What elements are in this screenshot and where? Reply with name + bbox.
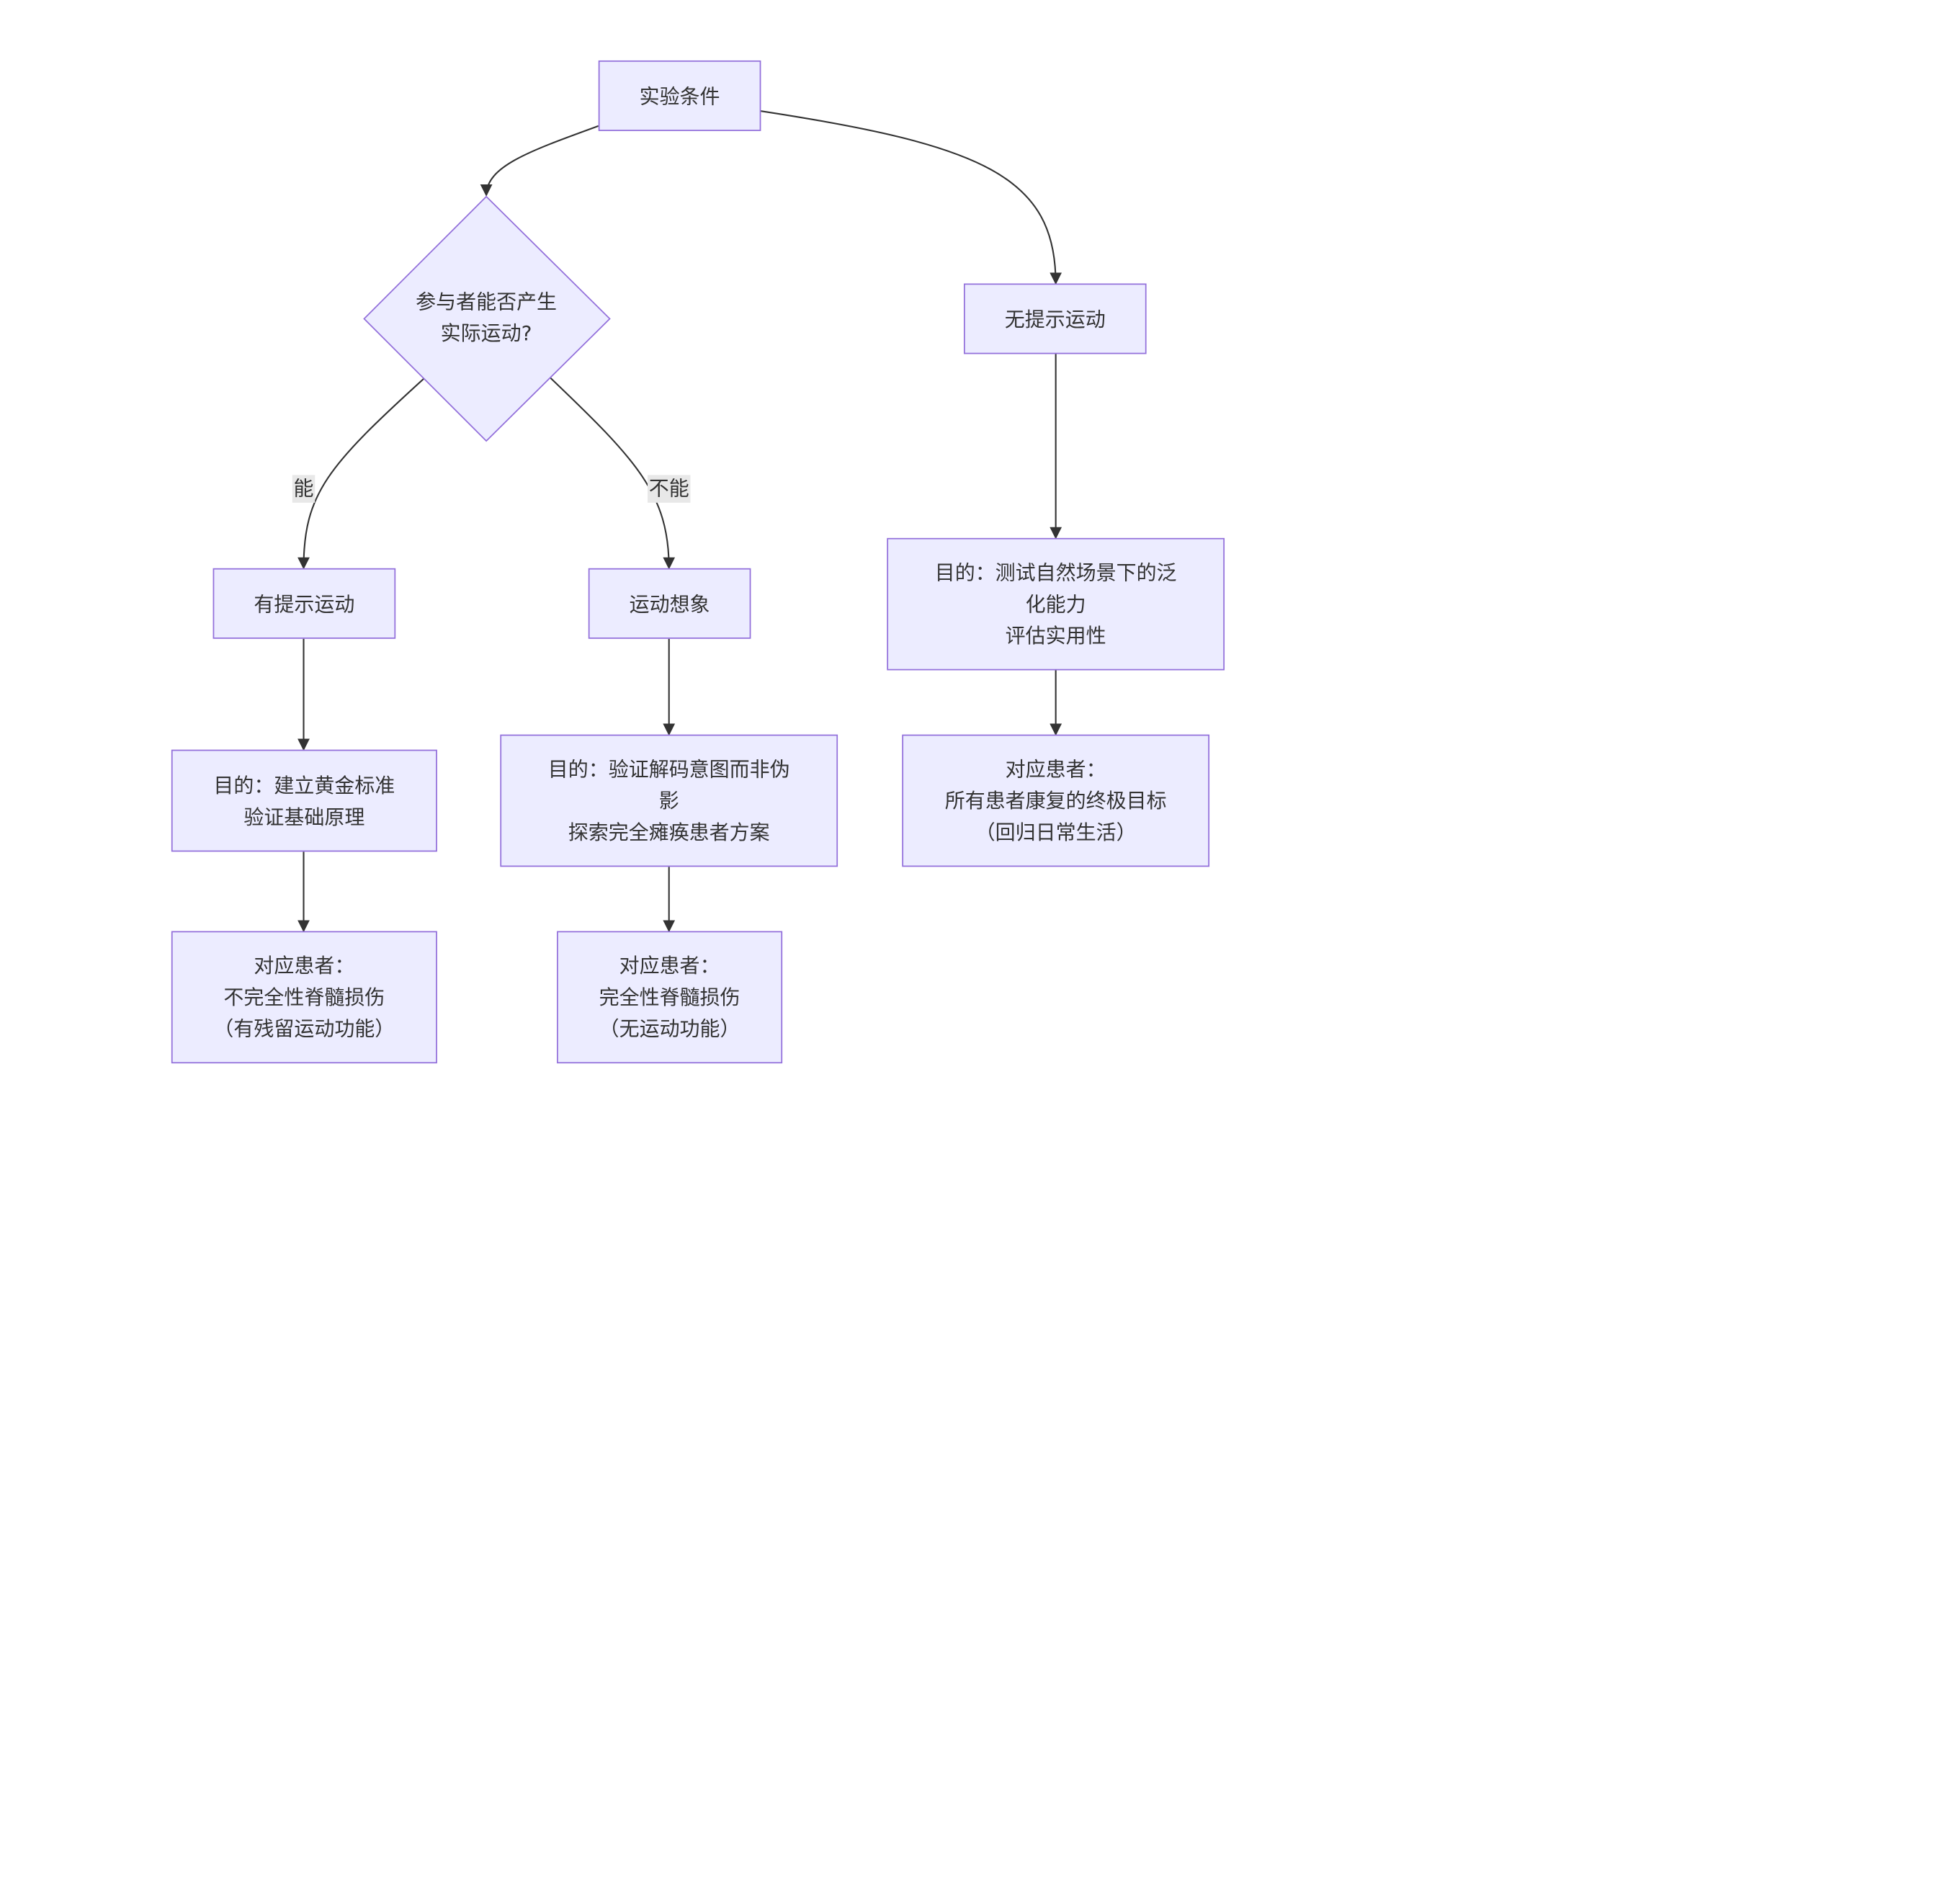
node-cued-movement-label: 有提示运动 [254, 591, 355, 616]
edge-decision-to-imagery [550, 377, 676, 570]
node-imagery-patients: 对应患者： 完全性脊髓损伤 （无运动功能） [557, 931, 783, 1064]
node-imagery-purpose-label: 目的：验证解码意图而非伪 影 探索完全瘫痪患者方案 [547, 757, 790, 844]
node-cued-movement: 有提示运动 [212, 568, 396, 639]
node-no-cue-purpose-label: 目的：测试自然场景下的泛 化能力 评估实用性 [934, 560, 1177, 648]
node-cued-patients: 对应患者： 不完全性脊髓损伤 （有残留运动功能） [171, 931, 437, 1064]
node-cued-purpose: 目的：建立黄金标准 验证基础原理 [171, 749, 437, 852]
node-no-cue-movement-label: 无提示运动 [1004, 306, 1106, 331]
decision-diamond [363, 195, 611, 442]
node-motor-imagery-label: 运动想象 [629, 591, 710, 616]
node-cued-purpose-label: 目的：建立黄金标准 验证基础原理 [213, 773, 395, 828]
edge-conditions-to-no-cue [759, 109, 1062, 285]
edge-decision-to-cued [297, 377, 426, 570]
node-experiment-conditions: 实验条件 [598, 60, 761, 131]
node-imagery-patients-label: 对应患者： 完全性脊髓损伤 （无运动功能） [599, 953, 740, 1041]
edge-label-no: 不能 [647, 475, 691, 503]
node-no-cue-purpose: 目的：测试自然场景下的泛 化能力 评估实用性 [887, 537, 1225, 671]
decision-label: 参与者能否产生 实际运动? [416, 290, 558, 346]
node-no-cue-movement: 无提示运动 [963, 283, 1147, 354]
node-motor-imagery: 运动想象 [588, 568, 751, 639]
node-experiment-conditions-label: 实验条件 [639, 84, 720, 108]
edge-conditions-to-decision [480, 125, 599, 197]
node-imagery-purpose: 目的：验证解码意图而非伪 影 探索完全瘫痪患者方案 [500, 734, 838, 867]
node-cued-patients-label: 对应患者： 不完全性脊髓损伤 （有残留运动功能） [213, 953, 395, 1041]
node-no-cue-patients: 对应患者： 所有患者康复的终极目标 （回归日常生活） [902, 734, 1210, 867]
node-no-cue-patients-label: 对应患者： 所有患者康复的终极目标 （回归日常生活） [944, 757, 1167, 844]
edge-label-yes: 能 [292, 475, 316, 503]
